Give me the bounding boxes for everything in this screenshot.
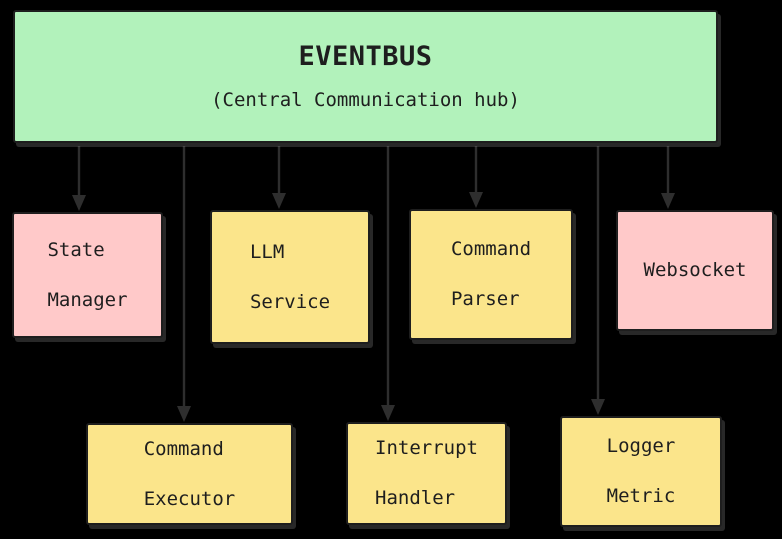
arrow-eventbus-to-logger-metric xyxy=(591,146,605,415)
arrow-eventbus-to-state-manager xyxy=(72,146,86,211)
node-command-executor: Command Executor xyxy=(86,423,293,525)
node-eventbus: EVENTBUS (Central Communication hub) xyxy=(13,10,718,143)
node-logger-metric: Logger Metric xyxy=(560,416,722,527)
node-label: State Manager xyxy=(47,238,127,313)
eventbus-title: EVENTBUS xyxy=(298,41,433,72)
eventbus-text-block: EVENTBUS (Central Communication hub) xyxy=(211,41,520,112)
arrow-eventbus-to-command-parser xyxy=(469,146,483,208)
label-line: Metric xyxy=(606,485,676,507)
node-interrupt-handler: Interrupt Handler xyxy=(346,422,507,525)
arrow-eventbus-to-websocket xyxy=(661,146,675,209)
label-line: Websocket xyxy=(643,259,747,281)
node-label: Interrupt Handler xyxy=(375,436,478,511)
arrow-eventbus-to-interrupt-handler xyxy=(381,146,395,421)
label-line: Command xyxy=(143,437,224,460)
node-websocket: Websocket xyxy=(616,210,774,331)
eventbus-subtitle: (Central Communication hub) xyxy=(211,89,520,111)
label-line: Executor xyxy=(143,487,236,510)
node-label: Command Parser xyxy=(451,237,531,312)
node-label: Command Executor xyxy=(144,437,236,512)
label-line: State xyxy=(47,238,105,261)
node-label: Websocket xyxy=(644,258,747,283)
node-label: LLM Service xyxy=(250,240,330,315)
arrow-eventbus-to-command-executor xyxy=(177,146,191,422)
label-line: Logger xyxy=(606,435,676,457)
label-line: Command xyxy=(450,238,532,260)
node-state-manager: State Manager xyxy=(12,212,163,338)
node-command-parser: Command Parser xyxy=(409,209,573,340)
node-llm-service: LLM Service xyxy=(210,210,370,344)
label-line: Parser xyxy=(450,288,520,310)
label-line: Manager xyxy=(47,288,128,311)
node-label: Logger Metric xyxy=(607,434,676,509)
label-line: Interrupt xyxy=(375,437,478,459)
arrow-eventbus-to-llm-service xyxy=(272,146,286,209)
label-line: LLM xyxy=(249,240,285,263)
label-line: Handler xyxy=(375,487,456,509)
label-line: Service xyxy=(249,290,331,313)
